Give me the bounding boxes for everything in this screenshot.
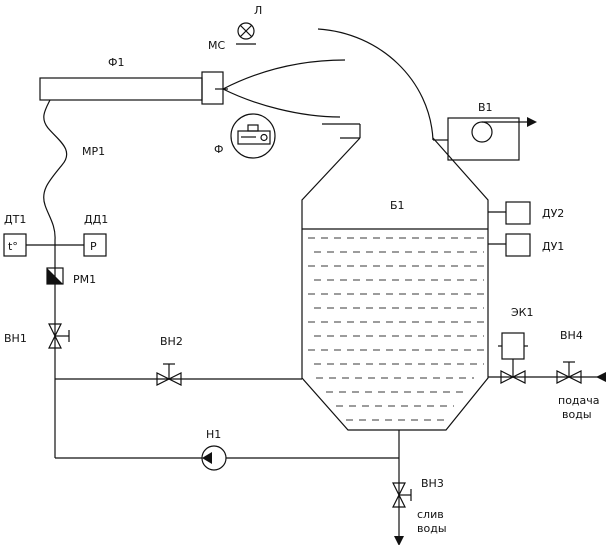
mr1-label: МР1 [82, 145, 105, 158]
vn4-label: ВН4 [560, 329, 583, 342]
v1-housing [447, 117, 520, 161]
water-level [308, 237, 484, 421]
projector-camera-icon [230, 113, 276, 159]
ek1-label: ЭК1 [511, 306, 534, 319]
fan-circle-icon [471, 121, 493, 143]
v1-outlet-arrow [527, 117, 537, 127]
pump-icon [201, 445, 227, 471]
f1-tube [39, 77, 203, 101]
vn4-valve-icon [556, 361, 582, 384]
regulator-icon [46, 267, 64, 285]
du1-sensor [505, 233, 531, 257]
mr1-cable [43, 99, 68, 241]
supply-arrow [596, 372, 606, 382]
vn1-label: ВН1 [4, 332, 27, 345]
water-drain-label-2: воды [417, 522, 447, 535]
ms-label: МС [208, 39, 225, 52]
dt1-label: ДТ1 [4, 213, 26, 226]
exhaust-duct [317, 28, 434, 141]
du2-label: ДУ2 [542, 207, 564, 220]
ek1-valve-icon [498, 332, 528, 384]
du2-sensor [505, 201, 531, 225]
vn2-valve-icon [156, 363, 182, 386]
v1-label: В1 [478, 101, 493, 114]
pressure-symbol: P [90, 240, 97, 253]
lamp-cross-icon [236, 22, 256, 45]
n1-label: Н1 [206, 428, 221, 441]
water-supply-label-2: воды [562, 408, 592, 421]
temp-symbol: t° [8, 240, 18, 253]
b1-label: Б1 [390, 199, 405, 212]
f-label: Ф [214, 143, 223, 156]
vn2-label: ВН2 [160, 335, 183, 348]
f1-label: Ф1 [108, 56, 124, 69]
rm1-label: РМ1 [73, 273, 96, 286]
lamp-label: Л [254, 4, 262, 17]
vn3-valve-icon [392, 482, 412, 508]
f1-head [201, 71, 224, 105]
water-drain-label-1: слив [417, 508, 444, 521]
du1-label: ДУ1 [542, 240, 564, 253]
water-supply-label-1: подача [558, 394, 600, 407]
vessel-b1 [301, 137, 489, 431]
vn1-valve-icon [48, 323, 70, 349]
dd1-label: ДД1 [84, 213, 108, 226]
f1-beam-horn [222, 59, 346, 90]
vn3-label: ВН3 [421, 477, 444, 490]
drain-arrow [394, 536, 404, 545]
